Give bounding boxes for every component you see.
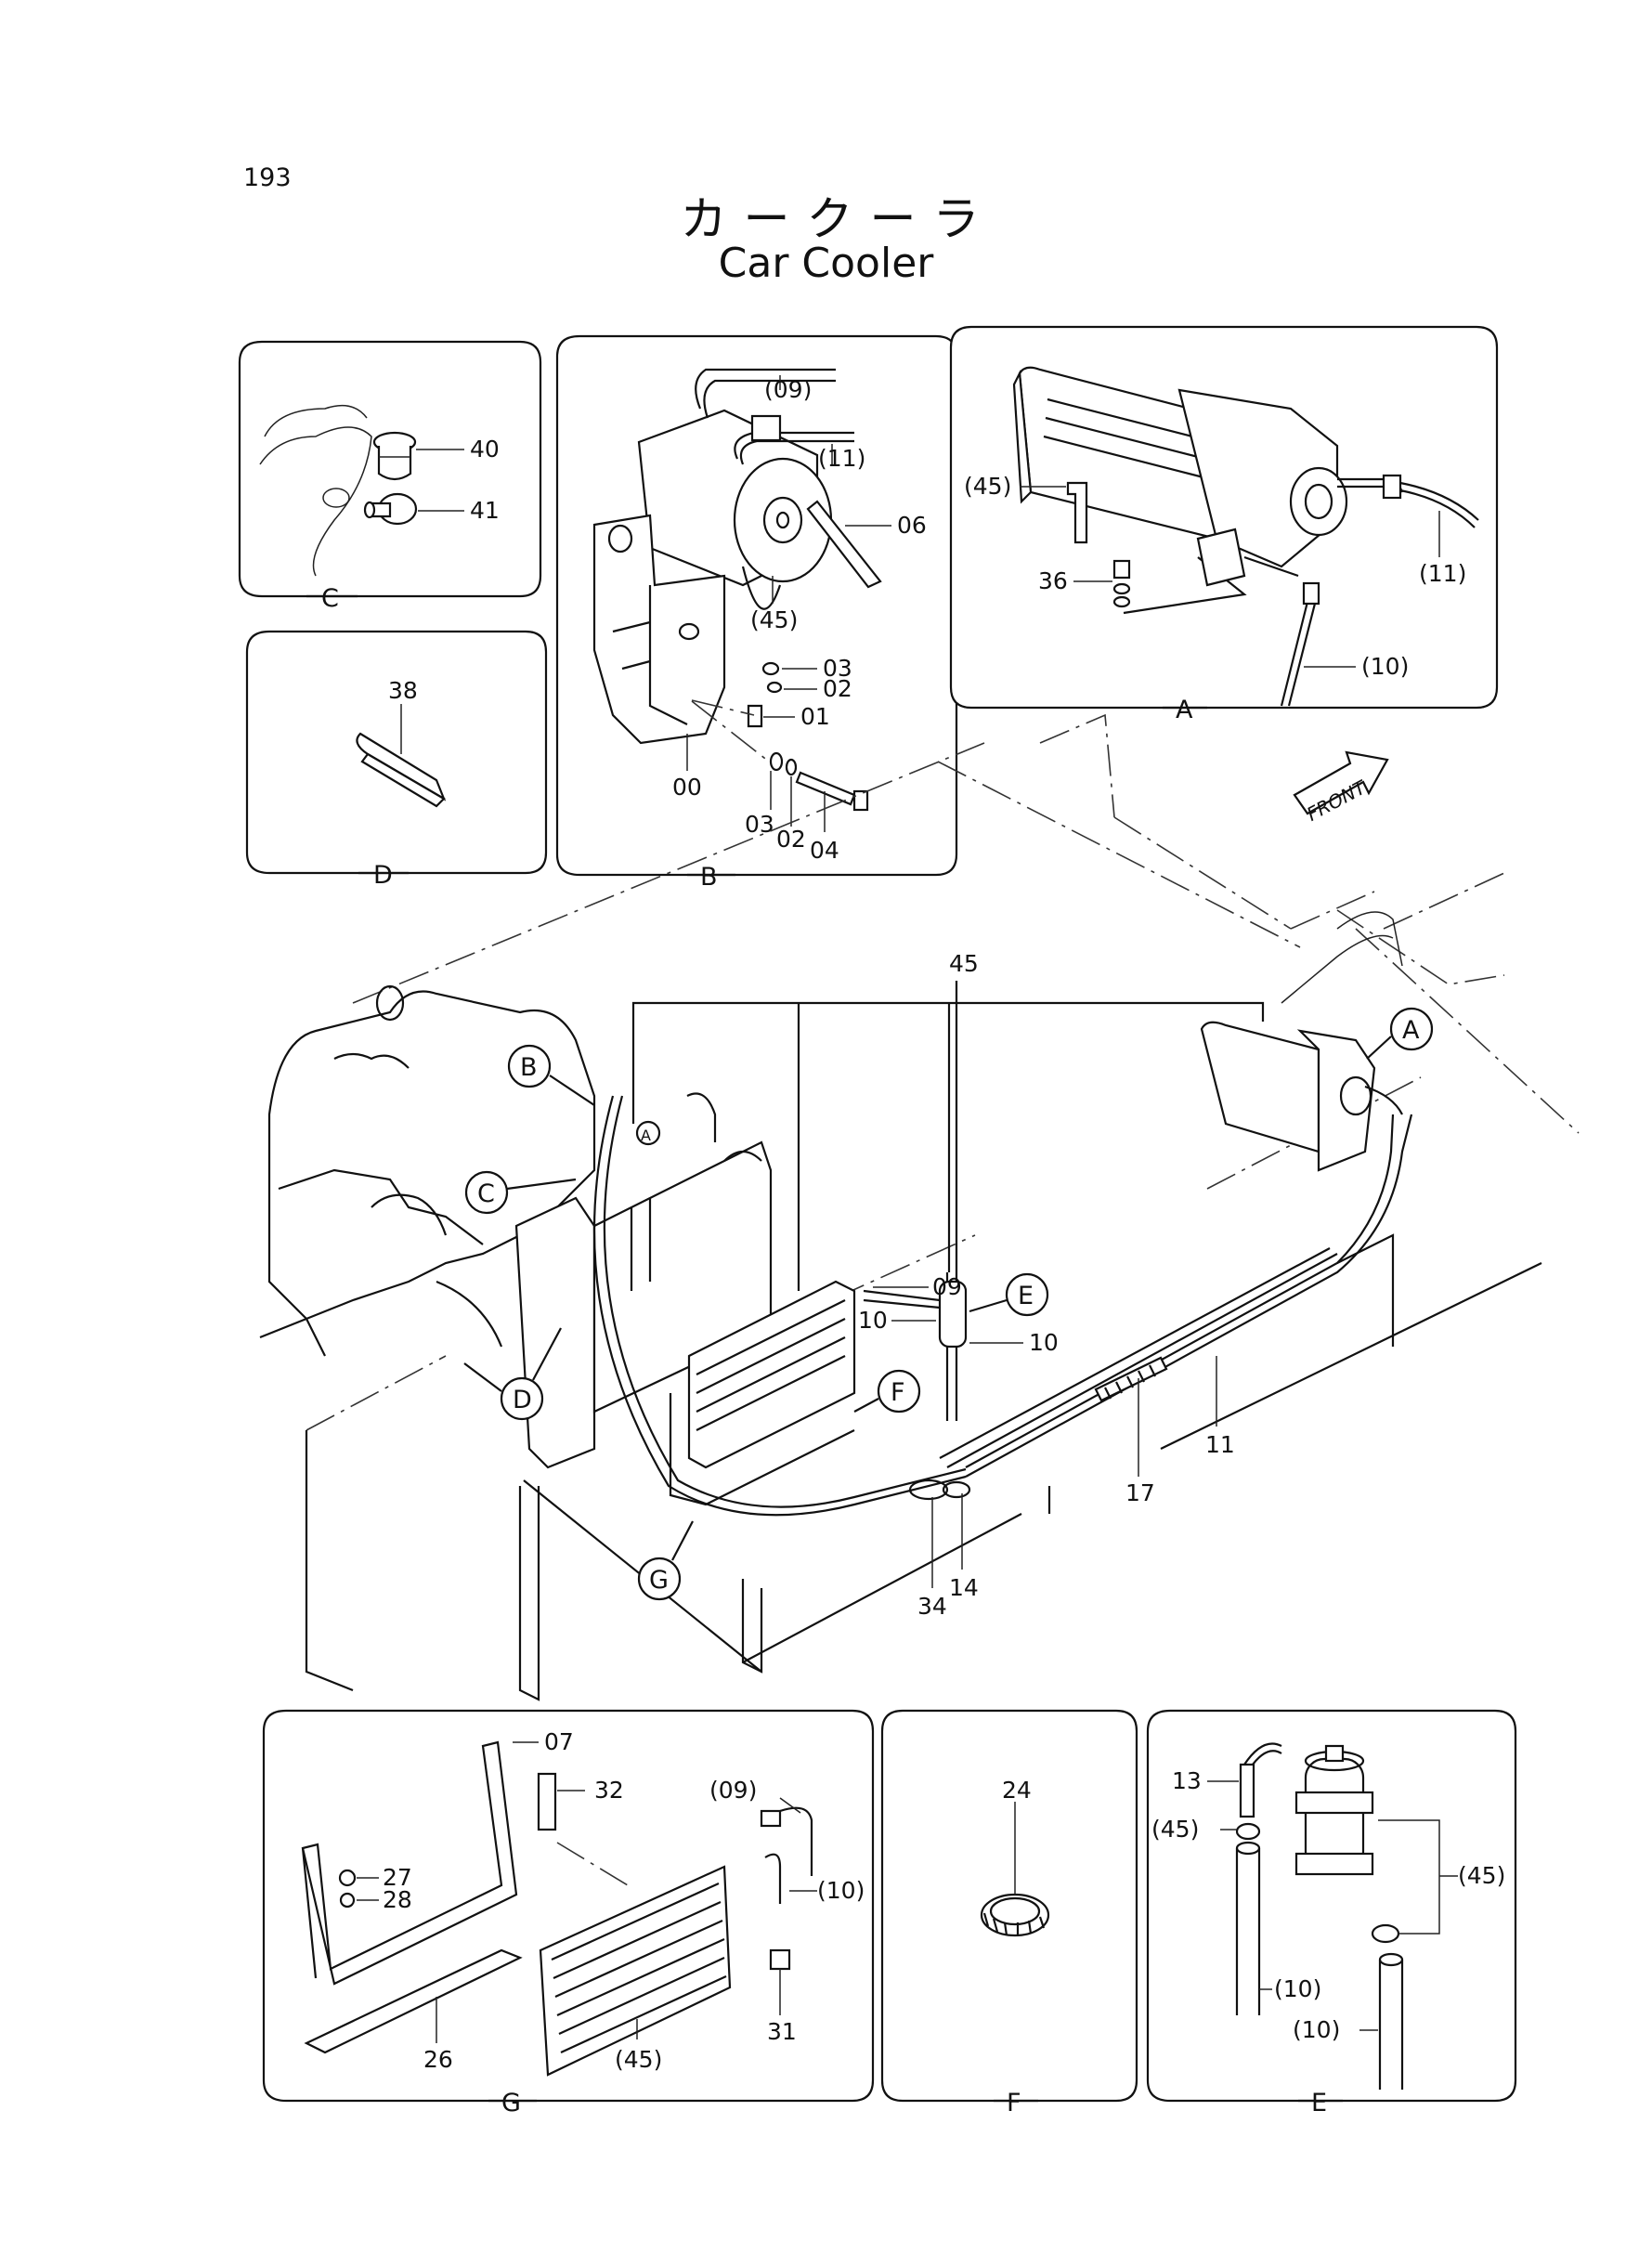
engine-port-illustration — [259, 404, 372, 577]
part-label: 41 — [470, 497, 500, 524]
main-assembly-view: 45 09 10 10 17 11 34 14 A B C — [259, 713, 1580, 1701]
fitting-40-illustration — [372, 431, 417, 481]
panel-label-e: E — [1311, 2089, 1327, 2117]
part-label: (10) — [1361, 653, 1409, 680]
part-label: 28 — [383, 1886, 412, 1913]
mount-bracket-illustration — [301, 1740, 557, 2054]
callout-d: D — [513, 1386, 532, 1414]
part-label: 03 — [823, 655, 852, 682]
part-label: (11) — [1419, 560, 1466, 587]
detail-panel-e: 13 (45) (45) (10) (10) E — [1146, 1709, 1517, 2117]
panel-label-b: B — [700, 863, 718, 892]
hose-fittings-illustration — [1235, 1742, 1404, 2090]
page-title-english: Car Cooler — [718, 240, 934, 287]
detail-panel-d: 38 D — [245, 630, 548, 890]
panel-label-f: F — [1007, 2089, 1021, 2117]
part-label: 01 — [800, 703, 830, 730]
part-label: 02 — [823, 675, 852, 702]
callout-a-inline: A — [641, 1127, 651, 1144]
part-label: 32 — [594, 1777, 624, 1804]
condenser-core-illustration — [539, 1865, 732, 2077]
part-label: (45) — [1151, 1816, 1199, 1843]
condenser-outline — [669, 1280, 856, 1506]
compressor-bracket-illustration — [592, 514, 726, 745]
panel-label-a: A — [1176, 696, 1193, 724]
part-label: 38 — [388, 677, 418, 704]
callout-g: G — [649, 1566, 669, 1595]
page-number: 193 — [243, 163, 292, 192]
part-label: 45 — [949, 950, 979, 977]
part-label: (09) — [764, 376, 812, 403]
part-label: 00 — [672, 774, 702, 801]
part-label: 09 — [932, 1273, 962, 1300]
part-label: 24 — [1002, 1777, 1032, 1804]
part-label: 13 — [1172, 1767, 1202, 1794]
band-38-illustration — [356, 732, 447, 808]
page-title-japanese: カークーラ — [680, 192, 996, 246]
clamp-24-illustration — [980, 1893, 1050, 1937]
detail-panel-b: (09) (11) 06 (45) 03 02 01 00 03 02 04 B — [555, 334, 958, 892]
part-label: (10) — [1293, 2016, 1340, 2043]
part-label: 04 — [810, 837, 839, 864]
part-label: (45) — [964, 473, 1011, 500]
part-label: 03 — [745, 811, 774, 838]
part-label: 17 — [1125, 1479, 1155, 1506]
hose-routing — [592, 1095, 1413, 1517]
fittings-illustration — [760, 1806, 813, 1971]
panel-label-d: D — [373, 861, 393, 890]
part-label: (45) — [615, 2046, 662, 2073]
callout-b: B — [520, 1053, 538, 1082]
detail-panel-g: 07 32 (09) 27 28 (10) 26 (45) 31 G — [262, 1709, 875, 2117]
callout-e: E — [1018, 1282, 1034, 1310]
callout-c: C — [477, 1179, 495, 1208]
bolt-washer-illustration — [747, 661, 869, 812]
part-label: (45) — [1458, 1862, 1505, 1889]
part-label: (45) — [750, 606, 798, 633]
bolt-36-illustration — [1112, 559, 1131, 608]
detail-panel-f: 24 F — [880, 1709, 1138, 2117]
receiver-drier-illustration — [1294, 1744, 1400, 1944]
part-label: 34 — [917, 1593, 947, 1620]
part-label: 27 — [383, 1864, 412, 1891]
part-label: 26 — [423, 2046, 453, 2073]
part-label: 10 — [858, 1307, 888, 1334]
compressor-illustration — [637, 368, 882, 610]
part-label: (09) — [709, 1777, 757, 1804]
part-label: 07 — [544, 1728, 574, 1755]
part-label: 11 — [1205, 1431, 1235, 1458]
evaporator-main-outline — [1200, 1021, 1403, 1172]
detail-panel-c: 40 41 C — [238, 340, 542, 613]
panel-label-g: G — [501, 2089, 521, 2117]
part-label: (10) — [817, 1877, 865, 1904]
part-label: 40 — [470, 436, 500, 463]
part-label: (11) — [818, 445, 865, 472]
part-label: 14 — [949, 1574, 979, 1601]
detail-panel-a: (45) 36 (11) (10) A — [949, 325, 1499, 724]
elbow-41-illustration — [363, 492, 418, 526]
part-label: 36 — [1038, 567, 1068, 594]
part-label: 02 — [776, 826, 806, 853]
panel-label-c: C — [321, 584, 339, 613]
part-label: (10) — [1274, 1975, 1321, 2002]
part-label: 10 — [1029, 1329, 1059, 1356]
evaporator-unit-illustration — [1012, 366, 1479, 707]
callout-a: A — [1402, 1016, 1420, 1045]
front-direction-arrow: FRONT — [1293, 750, 1389, 826]
callout-f: F — [891, 1378, 905, 1407]
part-label: 06 — [897, 512, 927, 539]
part-label: 31 — [767, 2018, 797, 2045]
